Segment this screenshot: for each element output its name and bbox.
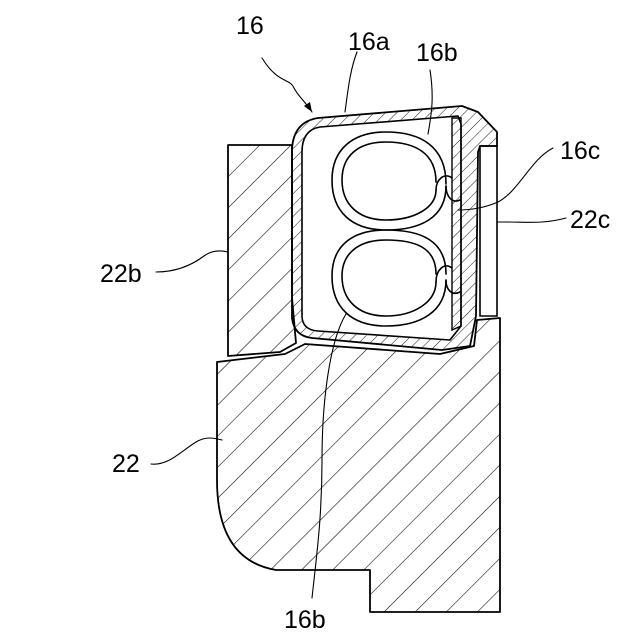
leader-22b (156, 251, 228, 272)
label-16a: 16a (348, 28, 390, 56)
inner-lip-16c (452, 118, 461, 330)
leader-22 (151, 438, 222, 464)
base-body-22 (217, 318, 500, 612)
label-22: 22 (112, 450, 140, 478)
upper-block-22b (228, 145, 296, 356)
label-22b: 22b (100, 260, 142, 288)
label-22c: 22c (570, 206, 610, 234)
leader-16 (262, 58, 312, 112)
label-16: 16 (236, 12, 264, 40)
channel-wall-22c (480, 146, 497, 316)
label-16b-bottom: 16b (284, 606, 326, 634)
leader-16a (345, 52, 357, 112)
leader-22c (497, 218, 566, 222)
label-16b-top: 16b (416, 39, 458, 67)
label-16c: 16c (560, 137, 600, 165)
